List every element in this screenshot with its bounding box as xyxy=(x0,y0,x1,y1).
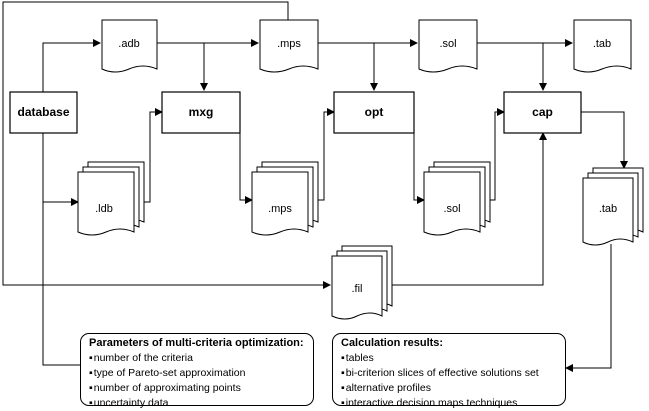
list-item: type of Pareto-set approximation xyxy=(89,366,305,381)
line-database-to-params xyxy=(42,133,80,366)
arrow-cap-to-tab-stack xyxy=(581,111,628,169)
file-tab: .tab xyxy=(573,19,632,73)
arrow-mxg-to-mps-stack xyxy=(239,112,253,204)
process-opt-label: opt xyxy=(365,105,384,119)
line-outer-loop-to-fil xyxy=(2,1,331,289)
list-item: interactive decision maps techniques xyxy=(341,396,557,411)
process-cap-label: cap xyxy=(532,105,553,119)
arrow-database-to-adb xyxy=(42,39,101,92)
params-panel-list: number of the criteria type of Pareto-se… xyxy=(89,351,305,411)
results-panel-title: Calculation results: xyxy=(341,337,444,349)
file-mps-label: .mps xyxy=(277,38,301,50)
arrow-tab-stack-to-results xyxy=(565,244,612,372)
file-stack-sol-label: .sol xyxy=(443,203,460,215)
process-cap: cap xyxy=(503,91,582,134)
arrow-fil-to-cap xyxy=(392,132,547,286)
arrow-opt-to-sol-stack xyxy=(413,112,425,204)
file-sol: .sol xyxy=(418,19,478,73)
file-stack-fil: .fil xyxy=(331,245,393,320)
process-mxg: mxg xyxy=(161,91,241,134)
file-tab-label: .tab xyxy=(593,38,611,50)
results-panel: Calculation results: tables bi-criterion… xyxy=(332,333,566,409)
list-item: number of approximating points xyxy=(89,381,305,396)
file-stack-mps-label: .mps xyxy=(268,203,292,215)
params-panel: Parameters of multi-criteria optimizatio… xyxy=(80,333,314,409)
list-item: bi-criterion slices of effective solutio… xyxy=(341,366,557,381)
process-database-label: database xyxy=(17,105,69,119)
list-item: number of the criteria xyxy=(89,351,305,366)
file-stack-ldb-label: .ldb xyxy=(95,203,113,215)
file-adb-label: .adb xyxy=(118,38,139,50)
process-mxg-label: mxg xyxy=(189,105,214,119)
file-sol-label: .sol xyxy=(439,38,456,50)
arrow-database-to-ldb xyxy=(42,133,79,206)
process-opt: opt xyxy=(333,91,415,134)
results-panel-list: tables bi-criterion slices of effective … xyxy=(341,351,557,411)
file-mps: .mps xyxy=(259,19,319,73)
list-item: uncertainty data xyxy=(89,396,305,411)
list-item: tables xyxy=(341,351,557,366)
list-item: alternative profiles xyxy=(341,381,557,396)
process-database: database xyxy=(9,91,78,134)
file-adb: .adb xyxy=(101,19,158,73)
file-stack-tab: .tab xyxy=(582,167,644,246)
file-stack-ldb: .ldb xyxy=(77,161,145,236)
file-stack-mps: .mps xyxy=(251,161,319,236)
params-panel-title: Parameters of multi-criteria optimizatio… xyxy=(89,337,304,349)
file-stack-fil-label: .fil xyxy=(352,283,363,295)
file-stack-tab-label: .tab xyxy=(599,203,617,215)
file-stack-sol: .sol xyxy=(423,161,491,236)
